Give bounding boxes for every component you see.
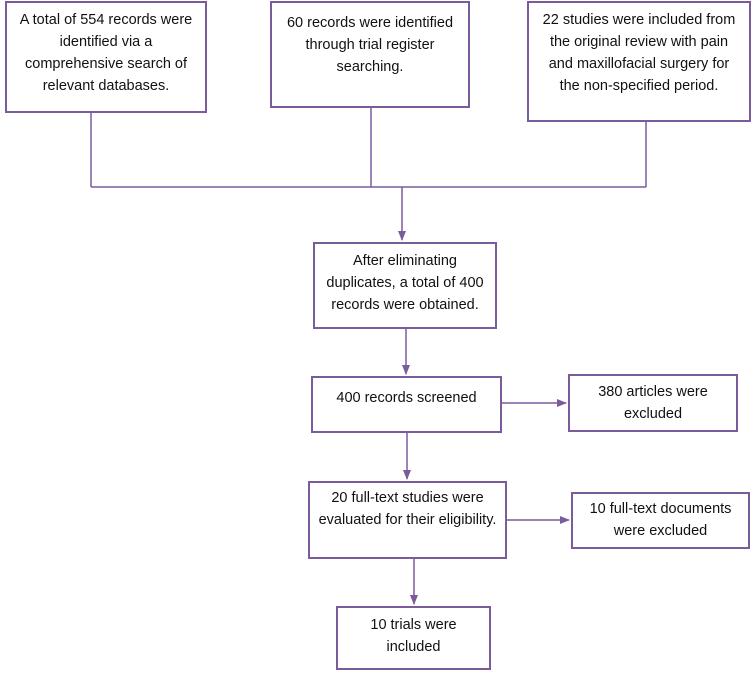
box-included-text: 10 trials were included (370, 617, 457, 655)
box-excluded-full-text-text: 10 full-text documents were excluded (589, 501, 732, 539)
box-trial-register-text: 60 records were identified through trial… (286, 15, 454, 75)
box-excluded-articles: 380 articles were excluded (568, 374, 738, 432)
box-excluded-articles-text: 380 articles were excluded (598, 384, 708, 422)
box-included: 10 trials were included (336, 606, 491, 670)
box-duplicates-removed-text: After eliminating duplicates, a total of… (326, 253, 484, 313)
box-full-text: 20 full-text studies were evaluated for … (308, 481, 507, 559)
box-excluded-full-text: 10 full-text documents were excluded (571, 492, 750, 549)
box-full-text-text: 20 full-text studies were evaluated for … (318, 490, 497, 528)
box-databases: A total of 554 records were identified v… (5, 1, 207, 113)
box-screened-text: 400 records screened (336, 390, 477, 406)
box-databases-text: A total of 554 records were identified v… (19, 12, 193, 94)
box-duplicates-removed: After eliminating duplicates, a total of… (313, 242, 497, 329)
box-original-review: 22 studies were included from the origin… (527, 1, 751, 122)
box-screened: 400 records screened (311, 376, 502, 433)
box-original-review-text: 22 studies were included from the origin… (542, 12, 736, 94)
box-trial-register: 60 records were identified through trial… (270, 1, 470, 108)
